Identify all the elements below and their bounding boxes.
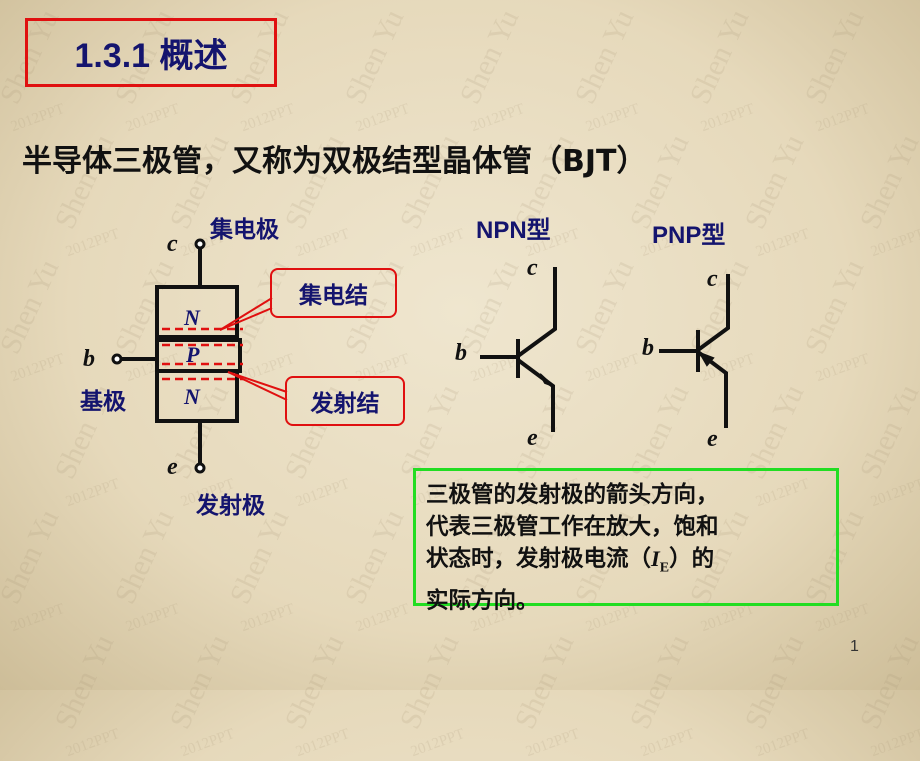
callout-pointers bbox=[219, 297, 288, 401]
watermark-text: 2012PPT bbox=[178, 725, 237, 761]
emitter-junction-callout: 发射结 bbox=[285, 376, 405, 426]
c-terminal-label: c bbox=[167, 231, 178, 257]
npn-e-label: e bbox=[527, 425, 538, 451]
npn-symbol bbox=[480, 267, 557, 432]
pnp-c-label: c bbox=[707, 266, 718, 292]
title-box: 1.3.1 概述 bbox=[25, 18, 277, 87]
note-line: 三极管的发射极的箭头方向， bbox=[426, 482, 719, 508]
pnp-symbol bbox=[659, 274, 730, 428]
n-bottom-label: N bbox=[184, 384, 200, 409]
npn-c-label: c bbox=[527, 255, 538, 281]
n-layer-bottom bbox=[155, 369, 239, 423]
npn-label: NPN型 bbox=[476, 217, 551, 244]
note-line: 代表三极管工作在放大，饱和 bbox=[426, 514, 719, 540]
e-terminal-label: e bbox=[167, 454, 178, 480]
pnp-b-label: b bbox=[642, 335, 654, 361]
watermark-text: 2012PPT bbox=[868, 725, 920, 761]
pnp-arrow-icon bbox=[697, 351, 715, 367]
note-box: 三极管的发射极的箭头方向， 代表三极管工作在放大，饱和 状态时，发射极电流（IE… bbox=[413, 468, 839, 614]
current-subscript: E bbox=[659, 560, 670, 576]
p-label: P bbox=[186, 342, 200, 367]
current-symbol: I bbox=[651, 546, 660, 571]
npn-b-label: b bbox=[455, 340, 467, 366]
watermark-text: 2012PPT bbox=[408, 725, 467, 761]
watermark-text: 2012PPT bbox=[523, 725, 582, 761]
watermark-text: 2012PPT bbox=[63, 725, 122, 761]
npn-arrow-icon bbox=[539, 373, 554, 387]
collector-label: 集电极 bbox=[210, 217, 279, 243]
transistor-diagrams bbox=[111, 238, 730, 474]
n-layer-top bbox=[155, 285, 239, 339]
b-terminal-label: b bbox=[83, 346, 95, 372]
watermark-text: 2012PPT bbox=[293, 725, 352, 761]
note-line: 实际方向。 bbox=[426, 587, 539, 614]
pnp-label: PNP型 bbox=[652, 222, 726, 249]
emitter-terminal bbox=[194, 462, 206, 474]
slide-title: 1.3.1 概述 bbox=[74, 37, 228, 75]
structure-diagram bbox=[111, 238, 242, 474]
base-terminal bbox=[111, 353, 123, 365]
junction-dashes bbox=[162, 327, 243, 381]
slide-heading: 半导体三极管，又称为双极结型晶体管（BJT） bbox=[22, 144, 647, 179]
watermark-text: 2012PPT bbox=[638, 725, 697, 761]
watermark-text: 2012PPT bbox=[753, 725, 812, 761]
n-top-label: N bbox=[184, 305, 200, 330]
base-label: 基极 bbox=[80, 389, 126, 415]
emitter-label: 发射极 bbox=[196, 493, 265, 519]
note-line: 状态时，发射极电流（IE）的 bbox=[426, 546, 715, 576]
pnp-e-label: e bbox=[707, 426, 718, 452]
collector-junction-callout: 集电结 bbox=[270, 268, 397, 318]
page-number: 1 bbox=[850, 638, 859, 655]
collector-terminal bbox=[194, 238, 206, 250]
